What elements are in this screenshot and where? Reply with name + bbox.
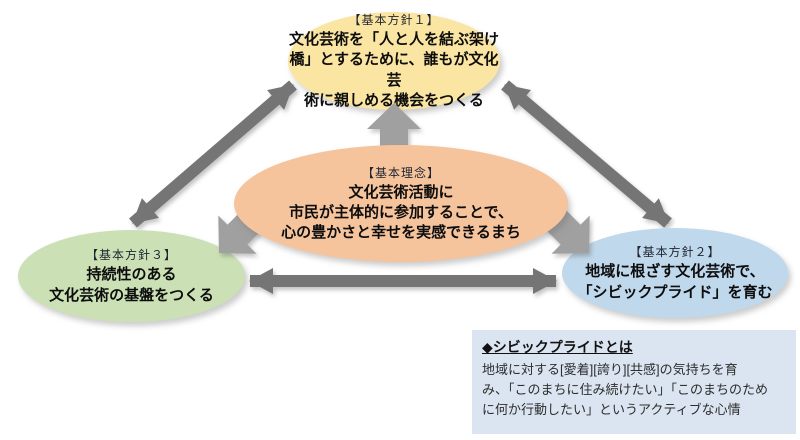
policy2-text: 地域に根ざす文化芸術で、 「シビックプライド」を育む	[577, 263, 773, 301]
policy3-text: 持続性のある 文化芸術の基盤をつくる	[49, 266, 214, 304]
civic-pride-note-body: 地域に対する[愛着][誇り][共感]の気持ちを育 み、「このまちに住み続けたい」…	[482, 362, 769, 418]
policy1-node: 【基本方針１】 文化芸術を「人と人を結ぶ架け 橋」とするために、誰もが文化芸 術…	[288, 12, 500, 110]
civic-pride-note: ◆シビックプライドとは 地域に対する[愛着][誇り][共感]の気持ちを育 み、「…	[472, 330, 796, 434]
policy2-node: 【基本方針２】 地域に根ざす文化芸術で、 「シビックプライド」を育む	[562, 228, 788, 318]
policy2-tag: 【基本方針２】	[629, 245, 721, 260]
principle-node: 【基本理念】 文化芸術活動に 市民が主体的に参加することで、 心の豊かさと幸せを…	[234, 145, 568, 262]
principle-text: 文化芸術活動に 市民が主体的に参加することで、 心の豊かさと幸せを実感できるまち	[281, 183, 521, 242]
principle-tag: 【基本理念】	[361, 165, 440, 180]
policy3-node: 【基本方針３】 持続性のある 文化芸術の基盤をつくる	[18, 230, 245, 322]
policy3-tag: 【基本方針３】	[85, 248, 177, 263]
policy1-text: 文化芸術を「人と人を結ぶ架け 橋」とするために、誰もが文化芸 術に親しめる機会を…	[288, 31, 499, 109]
civic-pride-note-heading: ◆シビックプライドとは	[482, 339, 633, 355]
policy1-tag: 【基本方針１】	[348, 13, 440, 27]
